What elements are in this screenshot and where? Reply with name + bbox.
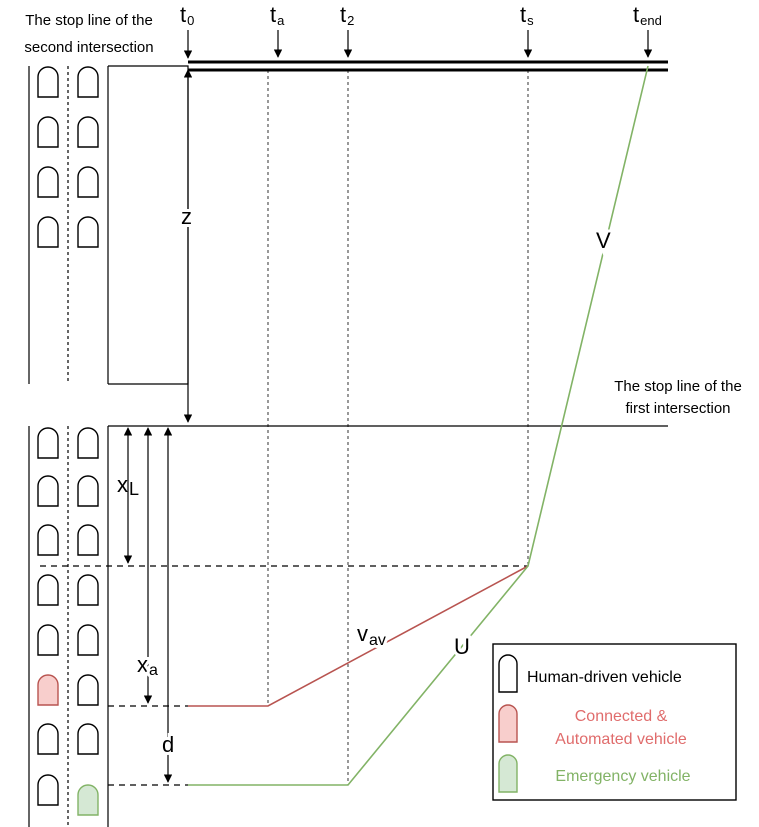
speed-vav-label: vav (357, 621, 386, 649)
lower-queue (37, 427, 99, 816)
second-stop-line-label-1: The stop line of the (25, 12, 153, 29)
legend: Human-driven vehicle Connected & Automat… (492, 643, 737, 801)
vehicle-hdv (77, 116, 99, 148)
legend-cav-label-2: Automated vehicle (555, 731, 687, 748)
vehicle-hdv (77, 574, 99, 606)
t2-label: t2 (340, 2, 354, 28)
vehicle-hdv (77, 524, 99, 556)
vehicle-hdv (37, 116, 59, 148)
vehicle-hdv (37, 166, 59, 198)
xl-label: xL (117, 472, 139, 499)
vehicle-hdv (37, 475, 59, 507)
t0-label: t0 (180, 2, 194, 28)
tend-label: tend (633, 2, 662, 28)
vehicle-hdv (77, 723, 99, 755)
xa-label: xa (137, 652, 158, 679)
cav-trajectory (188, 565, 529, 707)
time-arrows (183, 30, 653, 59)
z-label: z (181, 204, 192, 229)
ts-label: ts (520, 2, 534, 28)
speed-v-label: V (596, 228, 611, 253)
vehicle-hdv (77, 475, 99, 507)
ev-trajectory (188, 65, 649, 786)
vehicle-hdv (37, 774, 59, 806)
second-stop-line-label-2: second intersection (24, 39, 153, 56)
vehicle-hdv (37, 574, 59, 606)
upper-road (28, 66, 109, 384)
d-label: d (162, 732, 174, 757)
vehicle-hdv (37, 66, 59, 98)
legend-cav-label-1: Connected & (575, 708, 668, 725)
speed-u-label: U (454, 634, 470, 659)
vehicle-hdv (77, 166, 99, 198)
legend-hdv-icon (498, 654, 518, 693)
vehicle-hdv (37, 427, 59, 459)
vehicle-hdv (77, 674, 99, 706)
vehicle-hdv (37, 524, 59, 556)
first-stop-line-label-1: The stop line of the (614, 378, 742, 395)
vehicle-hdv (37, 723, 59, 755)
lower-road (28, 426, 109, 827)
vehicle-hdv (37, 216, 59, 248)
vehicle-hdv (77, 216, 99, 248)
ta-label: ta (270, 2, 285, 28)
legend-ev-icon (498, 754, 518, 793)
legend-cav-icon (498, 704, 518, 743)
vehicle-ev (77, 784, 99, 816)
segment-bracket (108, 65, 189, 385)
first-stop-line-label-2: first intersection (625, 400, 730, 417)
vehicle-hdv (37, 624, 59, 656)
vehicle-hdv (77, 624, 99, 656)
legend-ev-label: Emergency vehicle (555, 768, 690, 785)
vehicle-hdv (77, 427, 99, 459)
legend-hdv-label: Human-driven vehicle (527, 669, 682, 686)
vehicle-cav (37, 674, 59, 706)
vehicle-hdv (77, 66, 99, 98)
second-stop-line (188, 60, 668, 72)
